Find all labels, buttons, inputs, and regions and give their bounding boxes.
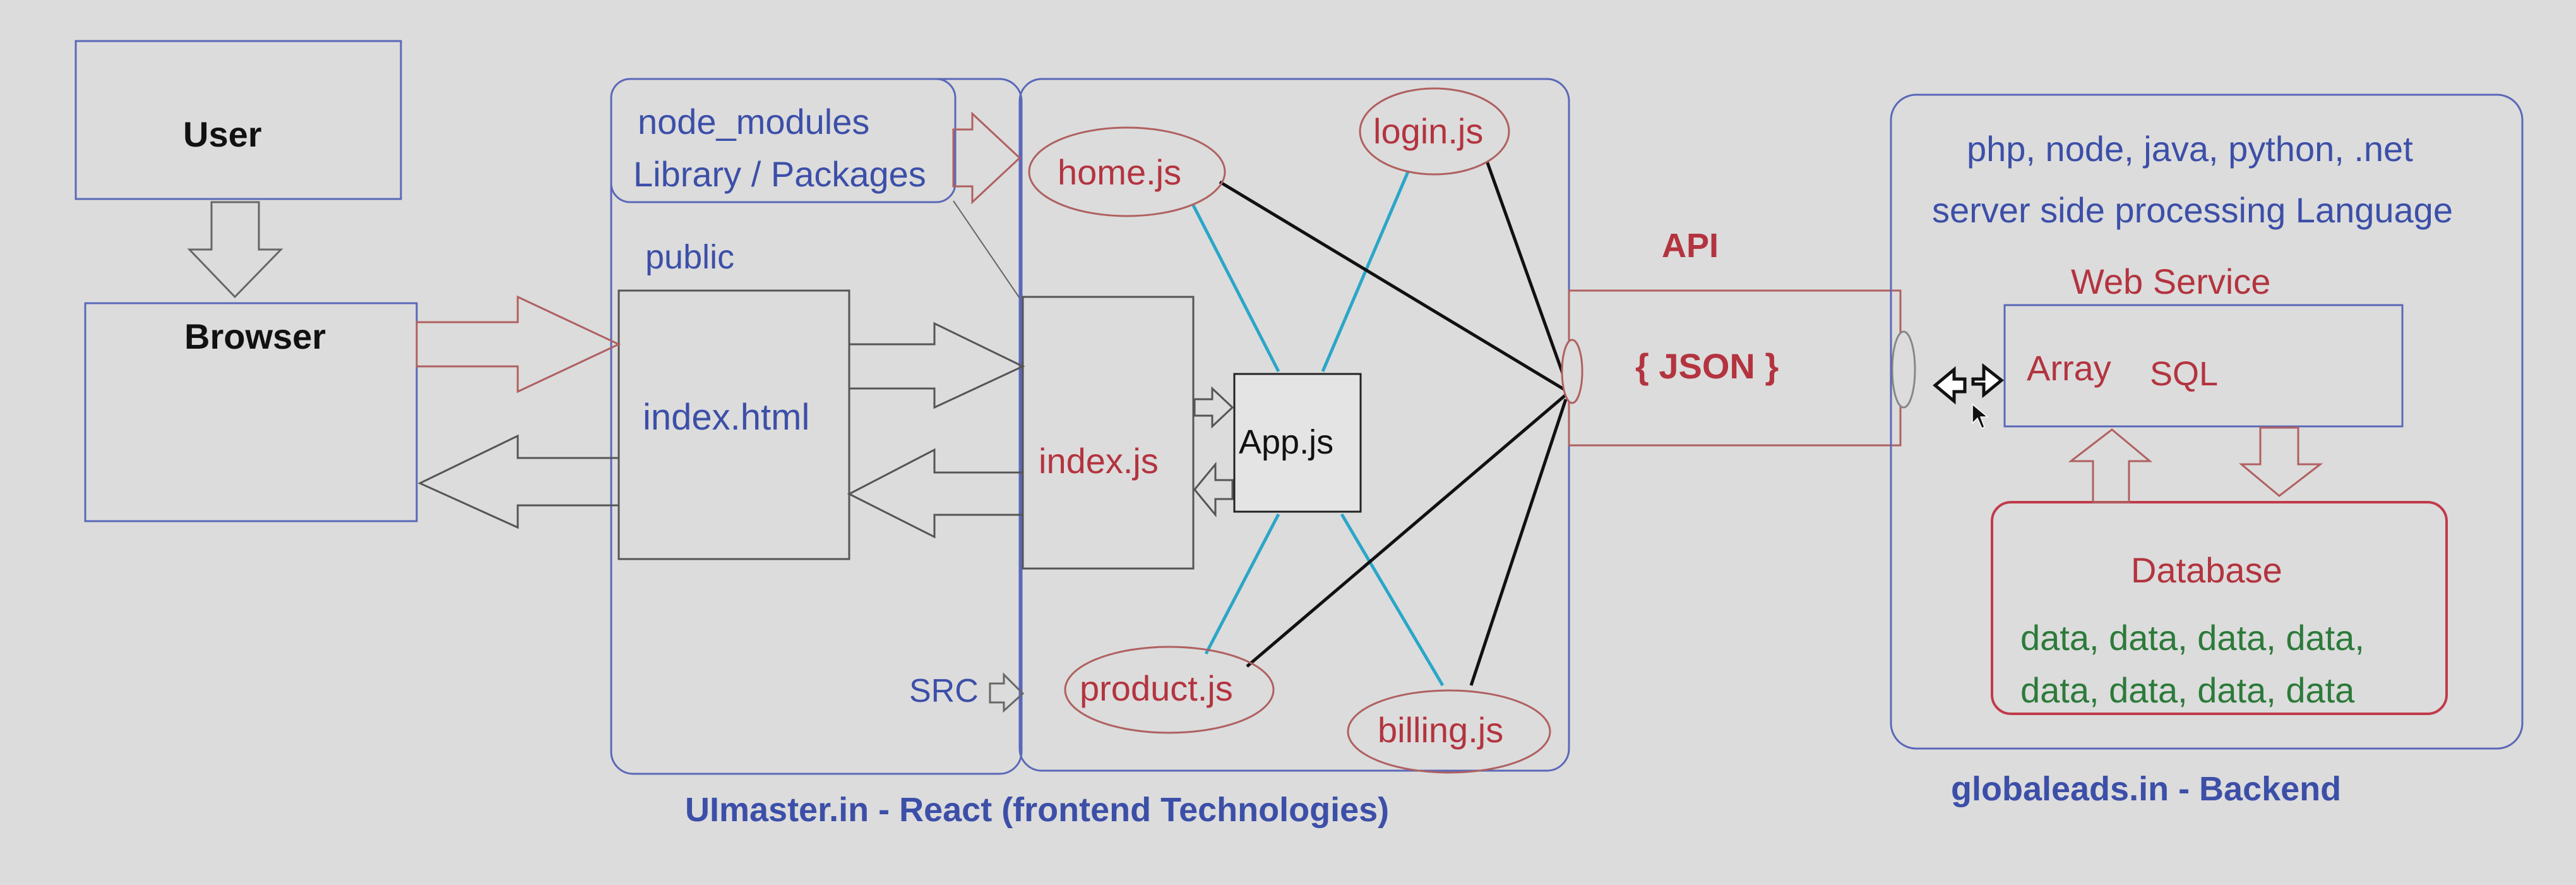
user-to-browser-arrow — [187, 201, 283, 299]
login-api-connector — [1485, 160, 1568, 383]
billing-app-connector — [1340, 513, 1445, 687]
service-to-database-arrow — [2238, 426, 2323, 497]
app-to-indexjs-arrow — [1193, 461, 1234, 518]
mouse-cursor-icon — [1972, 403, 1989, 430]
indexjs-to-html-arrow — [847, 448, 1024, 539]
backend-container — [1890, 93, 2524, 750]
sql-label: SQL — [2150, 355, 2219, 393]
service-to-api-arrow — [1933, 366, 1967, 405]
src-label: SRC — [909, 673, 979, 709]
node-modules-box — [610, 78, 957, 203]
node-modules-arrow — [952, 111, 1022, 205]
src-arrow — [989, 672, 1025, 713]
browser-box — [84, 302, 418, 522]
index-js-label: index.js — [1039, 441, 1159, 481]
product-js-label: product.js — [1080, 668, 1233, 708]
backend-languages-line2: server side processing Language — [1932, 190, 2453, 230]
billing-js-label: billing.js — [1378, 710, 1504, 750]
user-box — [75, 40, 402, 200]
user-label: User — [183, 114, 262, 154]
product-app-connector — [1204, 513, 1280, 655]
database-box — [1991, 501, 2448, 715]
library-packages-label: Library / Packages — [633, 154, 926, 194]
database-to-service-arrow — [2068, 428, 2153, 503]
app-js-label: App.js — [1239, 423, 1334, 461]
product-js-ellipse — [1064, 646, 1275, 734]
api-to-service-arrow — [1971, 363, 2004, 399]
array-label: Array — [2027, 348, 2111, 388]
backend-footer-label: globaleads.in - Backend — [1951, 770, 2342, 808]
home-app-connector — [1191, 204, 1280, 373]
backend-languages-line1: php, node, java, python, .net — [1967, 129, 2413, 169]
billing-api-connector — [1469, 399, 1568, 686]
html-to-browser-arrow — [417, 434, 620, 529]
json-label: { JSON } — [1635, 346, 1779, 386]
browser-to-html-arrow — [415, 295, 621, 394]
web-service-box — [2003, 304, 2404, 428]
login-app-connector — [1321, 171, 1410, 372]
database-label: Database — [2131, 550, 2282, 590]
node-modules-label: node_modules — [638, 102, 870, 141]
login-js-label: login.js — [1373, 111, 1484, 151]
public-label: public — [645, 238, 735, 276]
app-js-box — [1233, 373, 1362, 513]
database-data-line1: data, data, data, data, — [2020, 618, 2364, 658]
database-data-line2: data, data, data, data — [2020, 670, 2355, 710]
html-to-indexjs-arrow — [848, 322, 1025, 409]
index-js-box — [1022, 296, 1195, 570]
index-html-label: index.html — [643, 397, 810, 438]
index-html-box — [617, 289, 850, 560]
login-js-ellipse — [1359, 87, 1510, 176]
home-js-label: home.js — [1058, 152, 1182, 192]
api-right-cap — [1891, 330, 1916, 409]
frontend-footer-label: UImaster.in - React (frontend Technologi… — [685, 791, 1390, 829]
indexjs-to-app-arrow — [1193, 386, 1234, 429]
browser-label: Browser — [184, 316, 326, 356]
web-service-label: Web Service — [2071, 262, 2271, 301]
api-left-cap — [1561, 339, 1583, 404]
home-api-connector — [1219, 180, 1567, 392]
product-api-connector — [1246, 394, 1567, 668]
api-title: API — [1662, 227, 1719, 265]
billing-js-ellipse — [1347, 689, 1551, 774]
home-js-ellipse — [1028, 126, 1226, 217]
node-modules-link-line — [953, 200, 1020, 299]
